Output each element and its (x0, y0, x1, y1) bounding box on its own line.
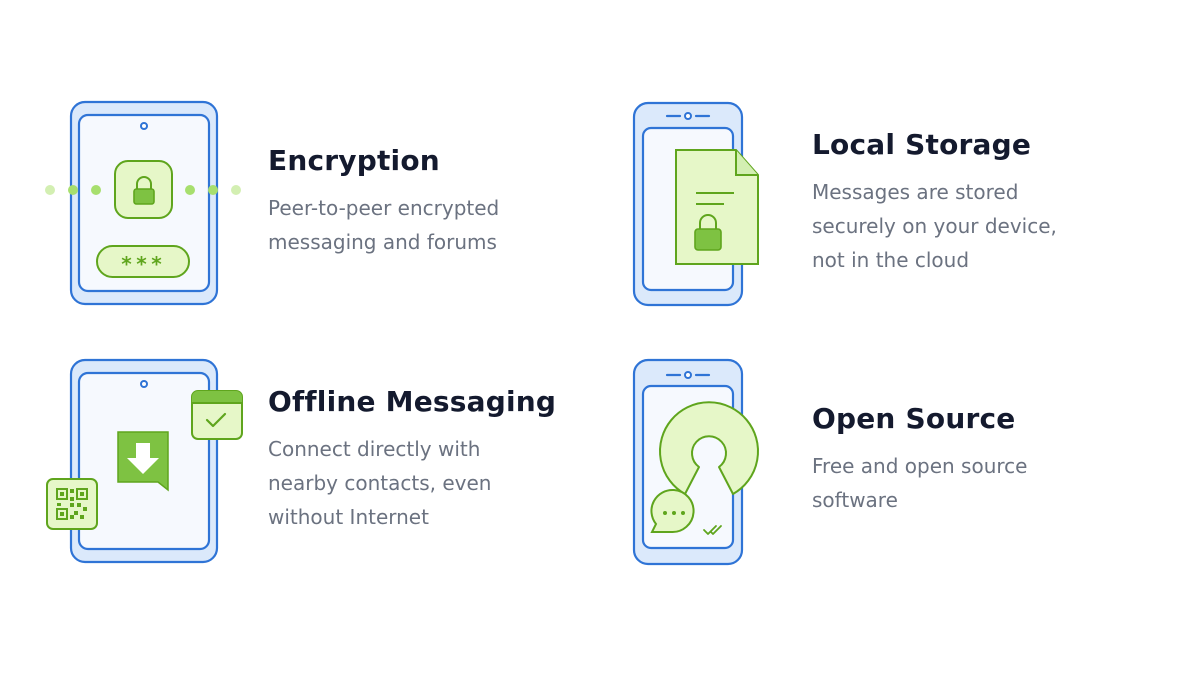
feature-title: Encryption (268, 144, 440, 177)
feature-description-line: securely on your device, (812, 214, 1057, 238)
feature-description-line: software (812, 488, 898, 512)
feature-description-line: messaging and forums (268, 230, 497, 254)
feature-description-line: Connect directly with (268, 437, 481, 461)
open-source-phone-icon (632, 358, 759, 566)
feature-title: Local Storage (812, 128, 1032, 161)
offline-download-phone-icon (46, 358, 243, 564)
feature-title: Offline Messaging (268, 385, 557, 418)
feature-description-line: Free and open source (812, 454, 1028, 478)
encrypted-phone-icon: *** (45, 100, 241, 306)
feature-description-line: without Internet (268, 505, 429, 529)
feature-description-line: nearby contacts, even (268, 471, 492, 495)
feature-description-line: Peer-to-peer encrypted (268, 196, 500, 220)
password-mask: *** (120, 252, 165, 276)
feature-description-line: Messages are stored (812, 180, 1019, 204)
feature-description-line: not in the cloud (812, 248, 970, 272)
feature-title: Open Source (812, 402, 1016, 435)
locked-document-phone-icon (632, 101, 759, 307)
